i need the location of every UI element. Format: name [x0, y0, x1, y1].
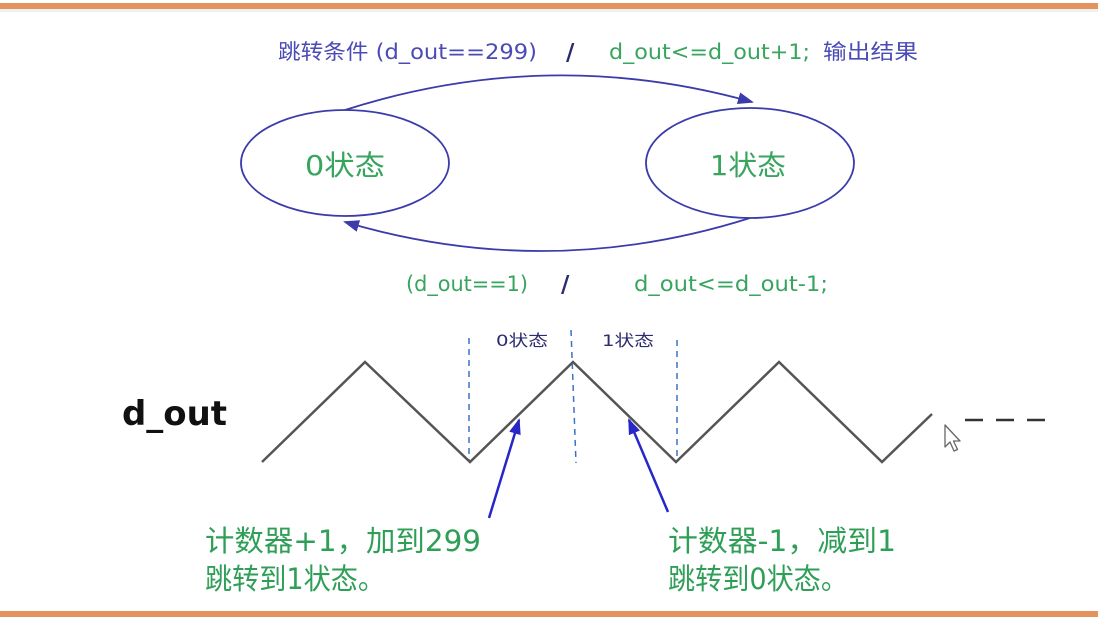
state-0-ellipse: [240, 109, 450, 217]
transition-arrow-1-to-0: [343, 217, 751, 252]
top-border-bar: [0, 3, 1098, 9]
state-0-node: 0状态: [240, 109, 450, 217]
annotation-count-up-line-1: 计数器+1，加到299: [205, 524, 481, 558]
bottom-condition-trigger: (d_out==1): [406, 272, 528, 297]
annotation-count-down: 计数器-1，减到1 跳转到0状态。: [668, 524, 896, 596]
top-border-shadow: [0, 9, 1098, 12]
triangle-waveform: [261, 360, 933, 464]
top-condition-action: d_out<=d_out+1;: [609, 40, 810, 65]
top-condition-output-note: 输出结果: [823, 40, 918, 64]
segment-label-state-0: 0状态: [496, 331, 548, 350]
signal-label: d_out: [122, 394, 227, 434]
top-condition-separator: /: [566, 40, 575, 66]
state-1-label: 1状态: [710, 149, 786, 182]
state-1-ellipse: [645, 107, 855, 219]
annotation-count-up-line-2: 跳转到1状态。: [205, 562, 385, 596]
state-0-label: 0状态: [305, 149, 385, 182]
annotation-count-down-line-1: 计数器-1，减到1: [668, 524, 896, 558]
transition-arrow-0-to-1: [344, 74, 754, 111]
annotation-count-up: 计数器+1，加到299 跳转到1状态。: [205, 524, 481, 596]
annotation-arrow-count-up: [487, 418, 521, 519]
segment-label-state-1: 1状态: [602, 331, 654, 350]
state-1-node: 1状态: [645, 107, 855, 219]
top-condition-trigger: 跳转条件 (d_out==299): [278, 40, 537, 65]
bottom-condition-separator: /: [561, 272, 570, 298]
bottom-border-bar: [0, 611, 1098, 617]
annotation-arrow-count-down: [627, 418, 670, 513]
mouse-pointer-icon: [944, 424, 961, 452]
bottom-condition-action: d_out<=d_out-1;: [634, 272, 828, 297]
annotation-count-down-line-2: 跳转到0状态。: [668, 562, 848, 596]
state-boundary-peak: [570, 329, 577, 464]
